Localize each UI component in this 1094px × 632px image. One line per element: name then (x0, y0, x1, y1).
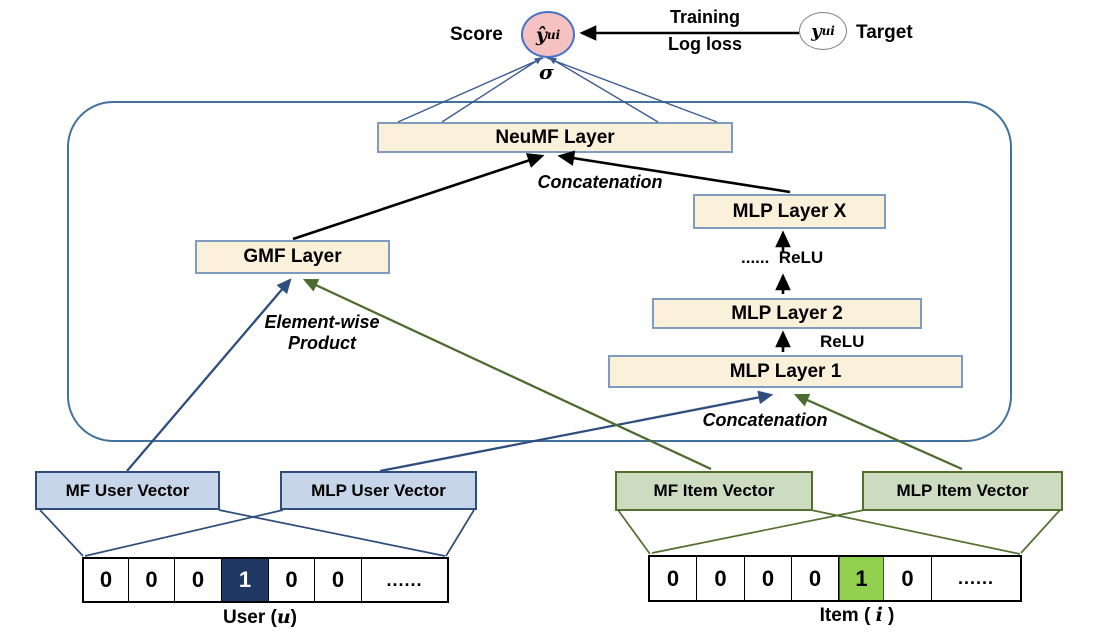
mf-user-vector-box: MF User Vector (35, 471, 220, 510)
score-symbol: ŷ (535, 23, 547, 46)
user-onehot-lookup-lines (39, 509, 475, 557)
log-loss-label: Log loss (667, 34, 742, 54)
sigma-activation-label: σ (539, 60, 554, 84)
user-onehot-vector: 0 0 0 1 0 0 ...... (82, 557, 449, 603)
onehot-hot-cell: 1 (222, 559, 269, 601)
onehot-ellipsis-cell: ...... (386, 569, 423, 590)
neumf-layer-box: NeuMF Layer (377, 122, 733, 153)
onehot-cell: 0 (745, 557, 792, 600)
onehot-cell: 0 (792, 557, 839, 600)
score-subscript: ui (546, 27, 561, 42)
onehot-cell: 0 (697, 557, 745, 600)
relu-lower-label: ReLU (820, 332, 865, 351)
item-input-caption: Item ( i ) (819, 604, 895, 626)
concatenation-top-label: Concatenation (537, 172, 663, 192)
mf-item-vector-box: MF Item Vector (615, 471, 813, 511)
onehot-cell: 0 (175, 559, 222, 601)
onehot-ellipsis-cell: ...... (957, 568, 994, 588)
target-subscript: ui (821, 24, 835, 38)
relu-upper-label: ReLU (778, 248, 824, 267)
onehot-cell: 0 (269, 559, 315, 601)
onehot-cell: 0 (315, 559, 362, 601)
target-symbol: y (811, 20, 822, 42)
item-variable: i (875, 604, 883, 626)
onehot-hot-cell: 1 (839, 557, 884, 600)
user-variable: u (276, 606, 291, 628)
concatenation-bottom-label: Concatenation (702, 410, 828, 430)
training-label: Training (669, 7, 740, 27)
mlp-layer-x-box: MLP Layer X (693, 194, 886, 229)
item-onehot-lookup-lines (617, 509, 1061, 555)
onehot-cell: 0 (650, 557, 697, 600)
gmf-layer-box: GMF Layer (195, 240, 390, 274)
item-onehot-vector: 0 0 0 0 1 0 ...... (648, 555, 1022, 602)
score-label: Score (450, 24, 503, 45)
element-wise-product-label: Element-wise Product (264, 312, 380, 353)
mlp-item-vector-box: MLP Item Vector (862, 471, 1063, 511)
hidden-layers-dots: ...... ReLU (741, 248, 824, 267)
target-label: Target (856, 22, 913, 43)
onehot-cell: 0 (884, 557, 932, 600)
user-input-caption: User (u) (222, 606, 297, 628)
onehot-cell: 0 (129, 559, 175, 601)
mlp-user-vector-box: MLP User Vector (280, 471, 477, 510)
mlp-layer-1-box: MLP Layer 1 (608, 355, 963, 388)
onehot-cell: 0 (84, 559, 129, 601)
mlp-layer-2-box: MLP Layer 2 (652, 298, 922, 329)
